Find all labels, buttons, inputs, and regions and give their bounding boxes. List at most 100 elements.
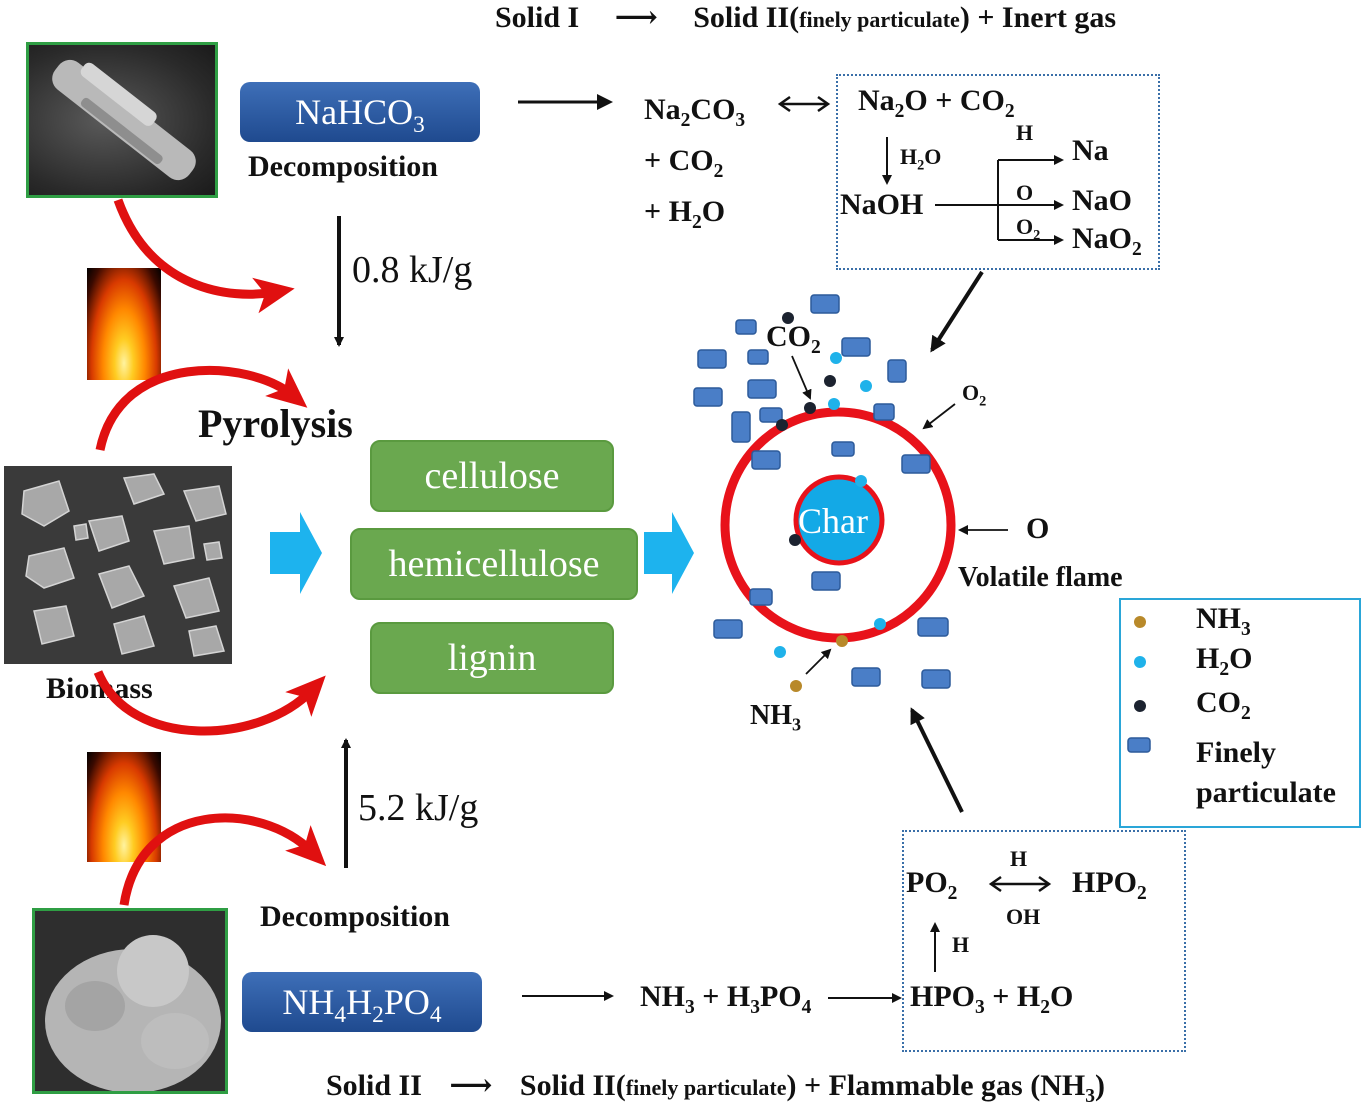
chevron-icon-left (270, 512, 322, 594)
co2-product-text: + CO (644, 144, 714, 177)
particle (747, 379, 777, 399)
co2-dots (776, 312, 836, 546)
finely-particulate-group (693, 294, 951, 689)
red-arrow-1 (113, 198, 295, 314)
h2o-product-tail: O (701, 195, 726, 228)
nahco3-box: NaHCO3 (240, 82, 480, 142)
nh4h2po4-sub-c: 4 (429, 1002, 442, 1029)
particle (811, 571, 841, 591)
particle (831, 441, 855, 457)
co2-dot (789, 534, 801, 546)
legend-h2o-label: H2O (1196, 642, 1253, 680)
particle (713, 619, 743, 639)
pyrolysis-label: Pyrolysis (198, 401, 353, 446)
legend-h2o-h: H (1196, 642, 1220, 675)
h3po4-chain-h: + H (694, 980, 751, 1013)
particle (697, 349, 727, 369)
p-h-up-label: H (952, 932, 970, 957)
bottom-eq-sub: 3 (1085, 1086, 1095, 1107)
nh3-chain-text: NH (640, 980, 685, 1013)
biomass-particles-icon (21, 473, 227, 657)
cellulose-box: cellulose (370, 440, 614, 512)
lignin-box: lignin (370, 622, 614, 694)
particle (749, 588, 773, 606)
p-box-to-flame-arrow (910, 707, 964, 813)
flame-o2-label: O2 (962, 380, 987, 410)
h2o-dot (874, 618, 886, 630)
flame-co2-label: CO2 (766, 320, 821, 358)
o-radical-label: O (1016, 180, 1034, 205)
nahco3-crystal-icon (52, 59, 196, 181)
top-eq-lhs: Solid I (495, 1, 580, 34)
particle (731, 411, 751, 443)
nahco3-sem-image (26, 42, 218, 198)
arrow-icon: ⟶ (449, 1069, 493, 1102)
bottom-eq-small: finely particulate (625, 1075, 787, 1100)
nh4h2po4-label-c: PO (383, 982, 430, 1022)
h2o-dot (828, 398, 840, 410)
po2-text: PO (906, 866, 948, 899)
nh4h2po4-sem-image (32, 908, 228, 1094)
flame-nh3-label: NH3 (750, 700, 802, 735)
na2o-label: Na (858, 84, 895, 117)
particle (873, 403, 895, 421)
na2co3-co-text: CO (690, 93, 736, 126)
particle (693, 387, 723, 407)
h2o-dot (830, 352, 842, 364)
legend-co2-dot (1134, 700, 1146, 712)
nahco3-energy-label: 0.8 kJ/g (352, 249, 473, 291)
h2o-dots (774, 352, 886, 658)
particle (917, 617, 949, 637)
top-eq-small: finely particulate (799, 7, 960, 32)
nh3-dot (790, 680, 802, 692)
flame-o2-text: O (962, 380, 980, 405)
legend-nh3-dot (1134, 616, 1146, 628)
red-arrow-2 (95, 365, 308, 451)
bottom-eq-end: ) (1094, 1069, 1105, 1102)
red-arrow-3 (93, 670, 326, 736)
sodium-reaction-box (836, 74, 1160, 270)
legend-particulate-label: particulate (1196, 776, 1336, 809)
nh3-h3po4-label: NH3 + H3PO4 (640, 980, 812, 1018)
hemicellulose-box: hemicellulose (350, 528, 638, 600)
nh4h2po4-sub-a: 4 (334, 1002, 347, 1029)
p-equilibrium-arrow-icon (988, 875, 1052, 893)
hpo3-h2o-label: HPO3 + H2O (910, 980, 1074, 1018)
nh4h2po4-decomposition-label: Decomposition (260, 900, 450, 933)
o2-radical-label: O2 (1016, 214, 1041, 244)
biomass-sem-image (4, 466, 232, 664)
nao2-text: NaO (1072, 222, 1132, 255)
nh3-pointer-arrow (805, 648, 832, 675)
bottom-eq-rhs: Solid II( (519, 1069, 626, 1102)
nh3-dots (790, 635, 848, 692)
top-eq-rhs: Solid II( (693, 1, 800, 34)
char-core (793, 474, 885, 566)
co2-dot (824, 375, 836, 387)
particle (921, 669, 951, 689)
nh4h2po4-label-a: NH (282, 982, 335, 1022)
legend-particle-icon (1127, 737, 1151, 753)
hpo2-label: HPO2 (1072, 866, 1147, 904)
particle (759, 407, 783, 423)
legend-nh3-text: NH (1196, 602, 1241, 635)
top-equation: Solid I ⟶ Solid II(finely particulate) +… (495, 0, 1116, 35)
particle (887, 359, 907, 383)
p-h-top-label: H (1010, 846, 1028, 871)
flame-o-label: O (1026, 512, 1050, 545)
h2o-dot (860, 380, 872, 392)
na2o-co2-text: Na2O + CO2 (858, 84, 1015, 122)
h-radical-label: H (1016, 120, 1034, 145)
legend-co2-label: CO2 (1196, 686, 1251, 724)
red-curved-arrows (93, 198, 327, 906)
phosphorus-reaction-box (902, 830, 1186, 1052)
legend-finely-label: Finely (1196, 736, 1276, 769)
legend-nh3-label: NH3 (1196, 602, 1251, 640)
arrow-icon: ⟶ (614, 1, 658, 34)
po2-label: PO2 (906, 866, 958, 904)
particle (751, 450, 781, 470)
bottom-eq-tail: ) + Flammable gas (NH (786, 1069, 1086, 1102)
h2o-dot (774, 646, 786, 658)
o2-radical-o: O (1016, 214, 1034, 239)
nh4h2po4-energy-label: 5.2 kJ/g (358, 787, 479, 829)
